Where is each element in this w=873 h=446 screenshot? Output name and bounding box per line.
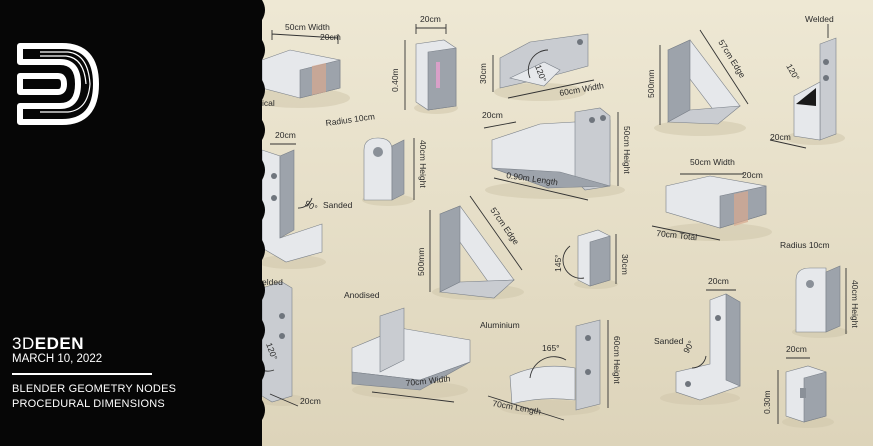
bracket-sanded-8: 20cm 90° Sanded xyxy=(258,130,353,269)
label-b2-height: 0.40m xyxy=(390,68,400,92)
label-b12-radius: Radius 10cm xyxy=(780,240,830,250)
label-b15-angle: 165° xyxy=(542,343,560,353)
brand-name-part1: 3D xyxy=(12,334,35,353)
label-b1-width: 50cm Width xyxy=(285,22,330,32)
bracket-small-angle-10: 145° 30cm xyxy=(553,229,630,289)
label-b8-top: 20cm xyxy=(275,130,296,140)
bracket-sanded-16: 20cm Sanded 90° xyxy=(654,276,741,405)
wavy-edge xyxy=(248,0,265,446)
bracket-anodised-14: Anodised 70cm Width xyxy=(344,290,471,403)
label-b10-height: 30cm xyxy=(620,254,630,275)
3d-eden-logo-icon xyxy=(17,43,99,125)
branding-panel: 3DEDEN MARCH 10, 2022 BLENDER GEOMETRY N… xyxy=(0,0,262,446)
bracket-gusset-4: 500mm 57cm Edge xyxy=(646,29,749,136)
bracket-radius-12: Radius 10cm 40cm Height xyxy=(780,240,860,338)
label-b17-height: 0.30m xyxy=(762,390,772,414)
label-b11-total: 70cm Total xyxy=(656,228,698,242)
brand-name-part2: EDEN xyxy=(34,334,84,353)
label-b13-bottom: 20cm xyxy=(300,396,321,406)
label-b11-width: 50cm Width xyxy=(690,157,735,167)
label-b7-height: 50cm Height xyxy=(622,126,632,174)
label-b15-aluminium: Aluminium xyxy=(480,320,520,330)
label-b15-height: 60cm Height xyxy=(612,336,622,384)
label-b9-height: 500mm xyxy=(416,248,426,276)
label-b17-top: 20cm xyxy=(786,344,807,354)
label-b14-anodised: Anodised xyxy=(344,290,380,300)
divider xyxy=(12,373,152,375)
description-line-2: PROCEDURAL DIMENSIONS xyxy=(12,398,165,410)
label-b4-height: 500mm xyxy=(646,70,656,98)
label-b3-height: 30cm xyxy=(478,63,488,84)
label-b5-bottom: 20cm xyxy=(770,132,791,142)
label-b10-angle: 145° xyxy=(553,254,563,272)
label-b6-height: 40cm Height xyxy=(418,140,428,188)
label-b14-width: 70cm Width xyxy=(405,373,451,388)
label-b2-top: 20cm xyxy=(420,14,441,24)
description-line-1: BLENDER GEOMETRY NODES xyxy=(12,383,177,395)
date-text: MARCH 10, 2022 xyxy=(12,353,103,365)
bracket-long-7: 20cm 0.90m Length 50cm Height xyxy=(482,107,632,201)
bracket-welded-5: Welded 120° 20cm xyxy=(769,14,845,149)
bracket-aluminium-15: Aluminium 165° 60cm Height 70cm Length xyxy=(480,319,622,421)
label-b12-height: 40cm Height xyxy=(850,280,860,328)
label-b11-small: 20cm xyxy=(742,170,763,180)
bracket-box-clip-2: 20cm 0.40m xyxy=(390,14,458,114)
bracket-channel-11: 50cm Width 20cm 70cm Total xyxy=(651,157,772,242)
brand-name: 3DEDEN xyxy=(12,334,84,354)
bracket-channel-1: 50cm Width 20cm ical xyxy=(250,22,350,108)
label-b16-top: 20cm xyxy=(708,276,729,286)
label-b16-sanded: Sanded xyxy=(654,336,684,346)
label-b13-welded: elded xyxy=(262,277,283,287)
label-b8-sanded: Sanded xyxy=(323,200,353,210)
label-b5-welded: Welded xyxy=(805,14,834,24)
bracket-angled-3: 120° 30cm 60cm Width xyxy=(478,33,605,101)
bracket-clip-17: 20cm 0.30m xyxy=(762,344,834,428)
label-b7-top: 20cm xyxy=(482,110,503,120)
label-b1-side: ical xyxy=(262,98,275,108)
label-b1-small: 20cm xyxy=(320,32,341,42)
